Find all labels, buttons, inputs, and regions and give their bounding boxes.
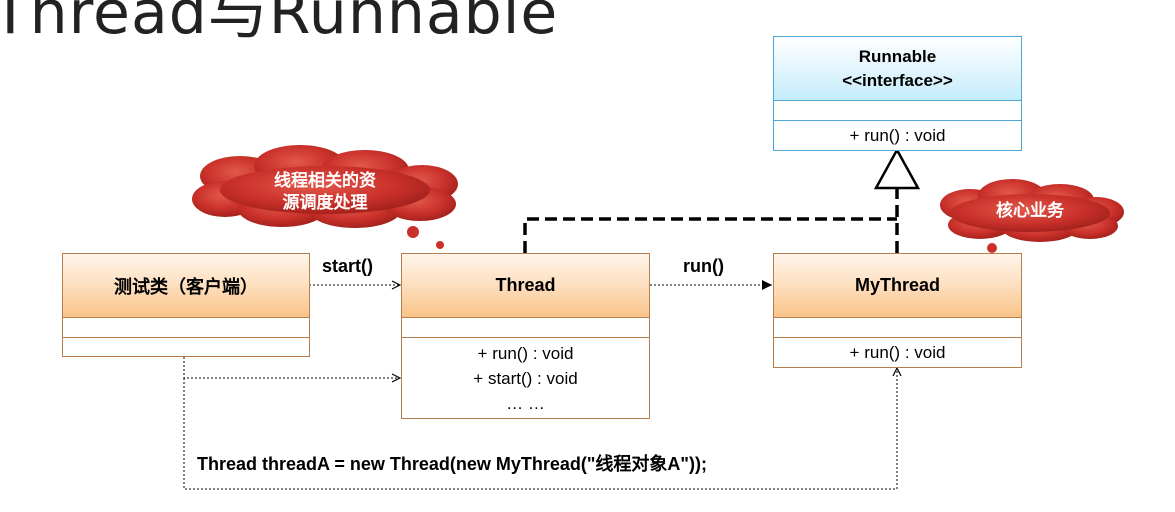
thread-note-cloud [192,145,468,262]
thread-attributes-section [402,318,649,338]
runnable-stereotype: <<interface>> [842,70,953,90]
thread-note-line-2: 源调度处理 [282,193,368,213]
client-operations-section [63,338,309,356]
runnable-interface-box: Runnable <<interface>> + run() : void [773,36,1022,151]
thread-op-run: + run() : void [477,343,574,363]
client-class-box: 测试类（客户端） [62,253,310,357]
mythread-class-box: MyThread + run() : void [773,253,1022,368]
thread-operations-section: + run() : void + start() : void … … [402,338,649,418]
runnable-operations-section: + run() : void [774,121,1021,150]
code-snippet: Thread threadA = new Thread(new MyThread… [197,454,707,474]
mythread-attributes-section [774,318,1021,338]
runnable-attributes-section [774,101,1021,121]
thread-note-text: 线程相关的资 源调度处理 [235,170,415,214]
thread-class-box: Thread + run() : void + start() : void …… [401,253,650,419]
runnable-interface-name: Runnable [858,46,937,66]
create-mythread-arrow [183,368,897,490]
thread-realization-line [523,217,897,253]
page-title: Thread与Runnable [0,0,559,48]
thread-op-start: + start() : void [473,368,578,388]
client-class-name: 测试类（客户端） [63,254,309,318]
thread-class-name: Thread [402,254,649,318]
client-attributes-section [63,318,309,338]
start-call-label: start() [322,256,374,276]
create-thread-arrow [183,357,400,378]
runnable-op-run: + run() : void [849,126,946,145]
thread-op-more: … … [506,393,545,413]
realization-arrowhead [873,147,921,190]
mythread-class-name: MyThread [774,254,1021,318]
mythread-op-run: + run() : void [849,343,946,362]
mythread-operations-section: + run() : void [774,338,1021,367]
run-call-label: run() [683,256,724,276]
thread-note-line-1: 线程相关的资 [274,171,376,191]
mythread-note-text: 核心业务 [996,201,1064,221]
mythread-note-cloud [940,179,1124,270]
runnable-header: Runnable <<interface>> [774,37,1021,101]
